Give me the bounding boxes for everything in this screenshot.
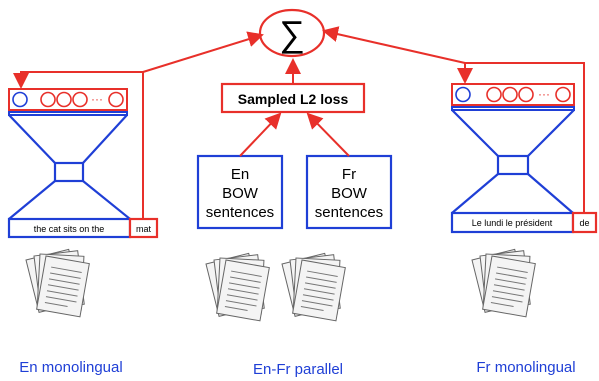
en-bow-box: En BOW sentences [196,154,284,230]
loss-box: Sampled L2 loss [220,82,366,114]
loss-label: Sampled L2 loss [238,91,349,107]
left-output-ellipsis: ··· [91,92,103,106]
left-caption: En monolingual [19,359,122,376]
middle-documents-icon-2 [282,253,345,320]
right-hidden-layer [496,154,530,176]
right-to-sum-arrow [322,26,466,64]
right-output-node-target [455,86,471,103]
fr-to-loss-arrow [306,112,350,157]
left-to-sum-arrow [142,31,264,73]
left-target-word-text: mat [136,224,152,234]
left-documents-icon [26,249,89,316]
fr-bow-line-3: sentences [315,204,383,221]
en-to-loss-arrow [239,112,282,157]
fr-bow-line-2: BOW [331,185,368,202]
en-bow-line-2: BOW [222,185,259,202]
right-documents-icon [472,249,535,316]
en-bow-line-3: sentences [206,204,274,221]
right-output-ellipsis: ··· [538,87,550,101]
left-network: ··· the cat sits on the mat [7,88,159,239]
right-target-to-output-arrow [457,62,585,213]
left-target-to-output-arrow [13,71,144,219]
left-hidden-layer [53,161,85,183]
right-caption: Fr monolingual [476,359,575,376]
middle-documents-icon-1 [206,253,269,320]
left-sentence-text: the cat sits on the [34,224,105,234]
fr-bow-line-1: Fr [342,166,356,183]
middle-caption: En-Fr parallel [253,361,343,378]
sum-node: ∑ [258,8,326,58]
left-output-node-target [12,91,28,108]
right-sentence-text: Le lundi le président [472,218,553,228]
fr-bow-box: Fr BOW sentences [305,154,393,230]
sum-symbol: ∑ [279,13,305,54]
right-target-word-text: de [579,218,589,228]
right-network: ··· Le lundi le président de [450,83,598,234]
en-bow-line-1: En [231,166,249,183]
